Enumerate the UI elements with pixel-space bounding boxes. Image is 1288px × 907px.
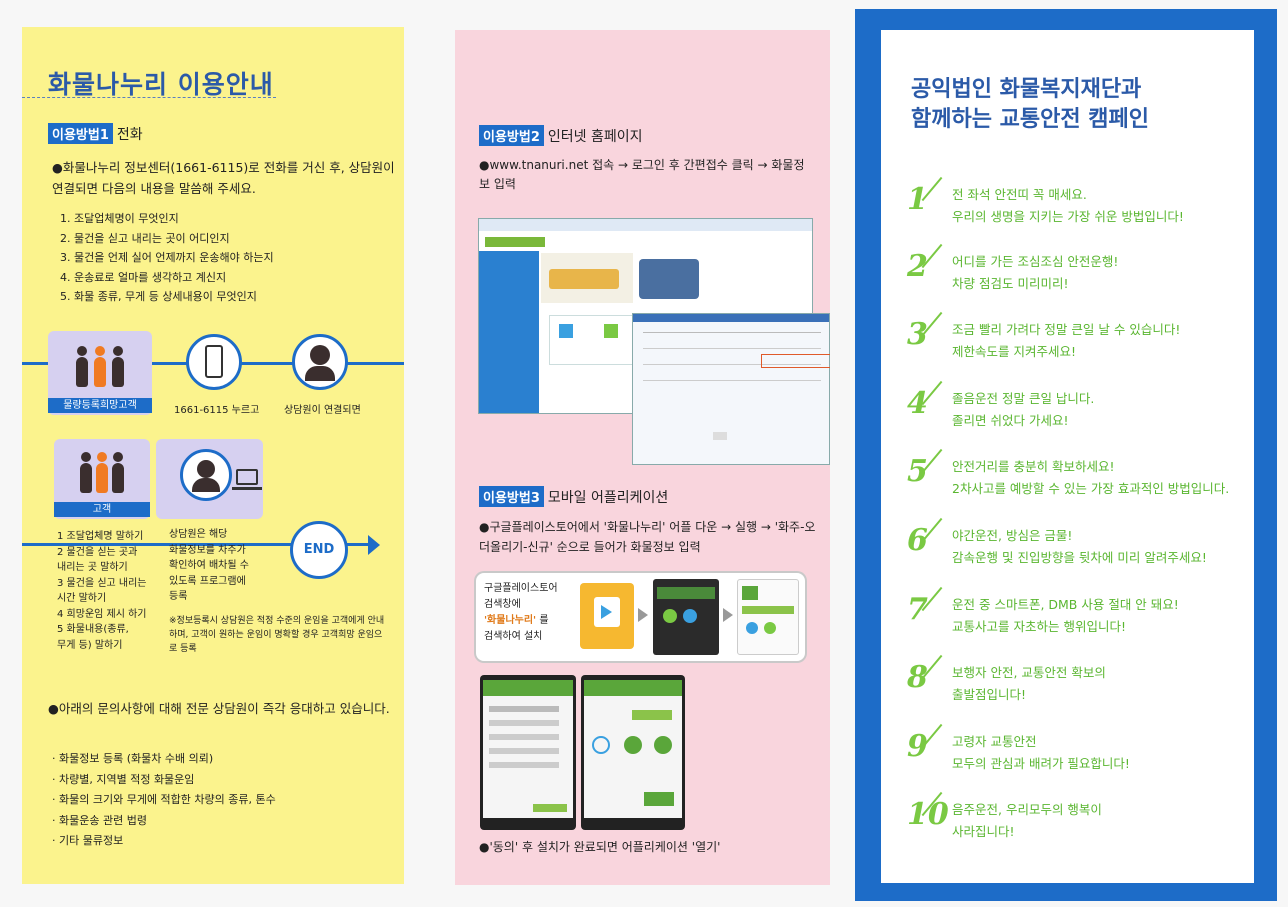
store-instructions: 구글플레이스토어 검색창에 '화물나누리' 를 검색하여 설치 xyxy=(484,583,558,642)
person-icon xyxy=(94,346,106,387)
arrow-right-icon xyxy=(638,608,648,622)
method1-tag: 이용방법1 xyxy=(48,123,113,144)
list-item: 있도록 프로그램에 xyxy=(169,575,246,587)
customer2-label: 고객 xyxy=(54,502,150,517)
final-step-text: ●'동의' 후 설치가 완료되면 어플리케이션 '열기' xyxy=(479,840,721,854)
flow-line-2 xyxy=(22,543,377,546)
phone-circle xyxy=(186,334,242,390)
headset-agent-icon xyxy=(310,345,330,365)
truck-illustration xyxy=(639,259,699,299)
list-item: 확인하여 배차될 수 xyxy=(169,560,249,571)
end-circle: END xyxy=(290,521,348,579)
list-item: 내리는 곳 말하기 xyxy=(57,562,128,573)
agent-steps: 상담원은 해당 화물정보를 차주가 확인하여 배차될 수 있도록 프로그램에 등… xyxy=(169,527,249,605)
list-item: 1. 조달업체명이 무엇인지 xyxy=(60,212,179,225)
list-item: · 화물의 크기와 무게에 적합한 차량의 종류, 톤수 xyxy=(52,793,276,806)
method2-tag: 이용방법2 xyxy=(479,125,544,146)
arrow-right-icon xyxy=(368,535,380,555)
person-icon xyxy=(96,452,108,493)
list-item: 2. 물건을 싣고 내리는 곳이 어디인지 xyxy=(60,231,230,245)
phone-screenshot xyxy=(581,675,685,830)
agent2-card xyxy=(156,439,263,519)
play-store-guide: 구글플레이스토어 검색창에 '화물나누리' 를 검색하여 설치 xyxy=(476,573,805,661)
truck-illustration xyxy=(549,269,619,289)
list-item: 3. 물건을 언제 실어 언제까지 운송해야 하는지 xyxy=(60,251,274,264)
list-item: 5. 화물 종류, 무게 등 상세내용이 무엇인지 xyxy=(60,290,257,303)
smartphone-icon xyxy=(205,345,223,378)
list-item: 4. 운송료로 얼마를 생각하고 계신지 xyxy=(60,270,227,284)
call-label: 1661-6115 누르고 xyxy=(174,405,260,416)
campaign-title: 공익법인 화물복지재단과 함께하는 교통안전 캠페인 xyxy=(911,76,1149,132)
title-divider xyxy=(22,97,276,98)
list-item: 등록 xyxy=(169,591,188,602)
list-item: 상담원은 해당 xyxy=(169,529,228,540)
highlight-box xyxy=(761,354,830,368)
order-form-screenshot xyxy=(632,313,830,465)
laptop-icon xyxy=(236,469,258,485)
method2-title: 인터넷 홈페이지 xyxy=(547,129,643,145)
list-item: 시간 말하기 xyxy=(57,593,107,604)
method1-intro: ●화물나누리 정보센터(1661-6115)로 전화를 거신 후, 상담원이 연… xyxy=(52,160,395,196)
method3-title: 모바일 어플리케이션 xyxy=(547,490,669,506)
list-item: 3 물건을 싣고 내리는 xyxy=(57,577,147,589)
consultation-list: · 화물정보 등록 (화물차 수배 의뢰) · 차량별, 지역별 적정 화물운임… xyxy=(52,749,276,852)
list-item: · 화물운송 관련 법령 xyxy=(52,813,147,827)
headset-agent-icon xyxy=(197,460,215,478)
registration-note: ※정보등록시 상담원은 적정 수준의 운임을 고객에게 안내하며, 고객이 원하… xyxy=(169,616,385,654)
person-icon xyxy=(112,346,124,387)
page-title: 화물나누리 이용안내 xyxy=(48,70,274,99)
person-icon xyxy=(112,452,124,493)
consultation-intro: ●아래의 문의사항에 대해 전문 상담원이 즉각 응대하고 있습니다. xyxy=(48,701,390,716)
method1-title: 전화 xyxy=(116,127,143,143)
method3-tag: 이용방법3 xyxy=(479,486,544,507)
agent-label: 상담원이 연결되면 xyxy=(284,405,361,416)
list-item: 1 조달업체명 말하기 xyxy=(57,531,144,542)
list-item: 화물정보를 차주가 xyxy=(169,544,246,556)
customer-label: 물량등록희망고객 xyxy=(48,398,152,413)
customer-card: 물량등록희망고객 xyxy=(48,331,152,415)
safety-campaign-panel: 공익법인 화물복지재단과 함께하는 교통안전 캠페인 1 전 좌석 안전띠 꼭 … xyxy=(855,9,1277,901)
list-item: · 화물정보 등록 (화물차 수배 의뢰) xyxy=(52,752,214,765)
agent-circle xyxy=(292,334,348,390)
store-screen xyxy=(653,579,719,655)
list-item: 4 희망운임 제시 하기 xyxy=(57,608,147,620)
list-item: · 기타 물류정보 xyxy=(52,834,124,847)
site-logo xyxy=(485,237,545,247)
method3-text: ●구글플레이스토어에서 '화물나누리' 어플 다운 → 실행 → '화주-오더올… xyxy=(479,520,816,554)
customer2-card: 고객 xyxy=(54,439,150,519)
play-store-icon xyxy=(580,583,634,649)
list-item: 무게 등) 말하기 xyxy=(57,639,123,651)
customer-steps: 1 조달업체명 말하기 2 물건을 싣는 곳과 내리는 곳 말하기 3 물건을 … xyxy=(57,529,147,653)
phone-screenshot xyxy=(480,675,576,830)
arrow-right-icon xyxy=(723,608,733,622)
person-icon xyxy=(80,452,92,493)
person-icon xyxy=(76,346,88,387)
app-detail-screen xyxy=(737,579,799,655)
method1-steps: 1. 조달업체명이 무엇인지 2. 물건을 싣고 내리는 곳이 어디인지 3. … xyxy=(60,209,274,307)
list-item: 5 화물내용(종류, xyxy=(57,624,129,635)
site-sidebar xyxy=(479,251,539,413)
method2-text: ●www.tnanuri.net 접속 → 로그인 후 간편접수 클릭 → 화물… xyxy=(479,158,805,191)
campaign-card: 공익법인 화물복지재단과 함께하는 교통안전 캠페인 1 전 좌석 안전띠 꼭 … xyxy=(881,30,1254,883)
list-item: 2 물건을 싣는 곳과 xyxy=(57,546,138,558)
agent2-circle xyxy=(180,449,232,501)
list-item: · 차량별, 지역별 적정 화물운임 xyxy=(52,772,195,786)
